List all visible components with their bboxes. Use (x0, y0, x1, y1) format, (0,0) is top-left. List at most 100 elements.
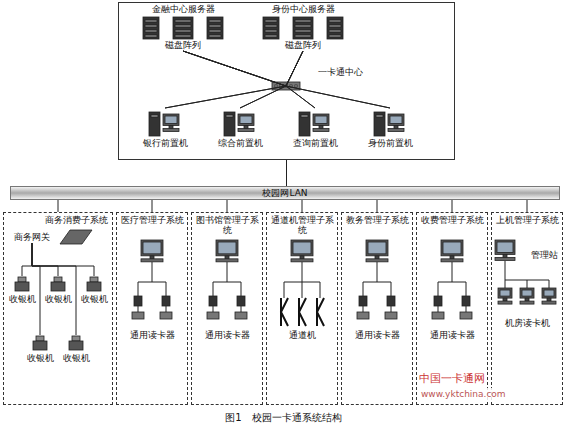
management-station: 管理站 (527, 250, 561, 261)
node-text: 教务管理子系统 (345, 215, 410, 225)
front-machine-icon (374, 112, 385, 136)
server-icon (263, 17, 279, 39)
server-icon (265, 35, 277, 37)
server-group: 金融中心服务器磁盘阵列 (128, 4, 238, 51)
card-reader: 通用读卡器 (122, 296, 182, 341)
gateway-icon (60, 230, 92, 244)
server-icon (175, 30, 191, 32)
lab-computer-icon (503, 298, 507, 301)
node-text: 磁盘阵列 (284, 40, 322, 51)
front-machine-icon (388, 114, 404, 126)
node-text: 通用读卡器 (204, 330, 251, 341)
node-text: 身份中心服务器 (271, 4, 336, 15)
tree-wire (241, 306, 242, 312)
front-machine-icon (226, 115, 233, 117)
tree-wire (138, 282, 166, 296)
server-icon (293, 17, 313, 39)
computer-icon (143, 242, 161, 254)
front-machine: 银行前置机 (135, 108, 195, 149)
front-machine-icon (169, 126, 173, 129)
front-machine-icon (299, 112, 310, 136)
connector (152, 200, 153, 212)
front-machine: 综合前置机 (210, 108, 270, 149)
server-icon (329, 20, 341, 22)
cash-register: 收银机 (42, 276, 75, 305)
lab-computer-icon (498, 301, 512, 304)
reader-icon (207, 312, 219, 319)
front-machine-icon (301, 115, 308, 117)
server-icon (145, 30, 157, 32)
server-icon (295, 35, 311, 37)
lab-computer-icon (542, 301, 556, 304)
turnstile-icon (317, 298, 324, 326)
server-icon (173, 17, 193, 39)
server-icon (295, 25, 311, 27)
computer-icon (293, 242, 311, 254)
server-icon (175, 35, 191, 37)
lab-computer-icon (525, 298, 529, 301)
reader-icon (385, 312, 397, 319)
computer-icon (141, 259, 163, 262)
watermark: 中国一卡通网 (418, 372, 486, 386)
card-reader: 通用读卡器 (422, 296, 482, 341)
front-machine-icon (313, 114, 329, 126)
register-icon (51, 282, 65, 291)
tree-wire (284, 282, 320, 298)
node-text: 通用读卡器 (429, 330, 476, 341)
tree-wire (213, 306, 214, 312)
connector (32, 243, 40, 335)
connector (286, 51, 390, 108)
tree-wire (363, 282, 391, 296)
node-text: 银行前置机 (142, 138, 189, 149)
computer-icon (503, 254, 507, 257)
register-icon (87, 282, 101, 291)
server-icon (207, 17, 223, 39)
node-text: 综合前置机 (217, 138, 264, 149)
tree-wire (302, 262, 303, 298)
node-text: 管理站 (530, 250, 559, 261)
subsystem-box: 通道机通道机管理子系统 (266, 212, 338, 405)
node-text: 通用读卡器 (354, 330, 401, 341)
node-text: 收费管理子系统 (420, 215, 485, 225)
connector (58, 200, 59, 212)
switch-icon (275, 85, 277, 87)
server-icon (209, 25, 221, 27)
turnstile-icon (281, 298, 288, 326)
card-reader: 通用读卡器 (347, 296, 407, 341)
node-text: 商务消费子系统 (44, 215, 109, 225)
lab-computer-icon (544, 290, 554, 296)
computer-icon (300, 256, 304, 259)
connector (286, 160, 287, 186)
connector (452, 200, 453, 212)
node-text: 机房读卡机 (504, 318, 551, 329)
node-text: 图书馆管理子系统 (192, 215, 262, 235)
computer-icon (141, 240, 163, 256)
register-icon (36, 336, 44, 341)
connector (377, 200, 378, 212)
front-machine-icon (319, 126, 323, 129)
computer-icon (441, 259, 463, 262)
node-text: 商务网关 (13, 232, 51, 243)
front-machine-icon (163, 129, 179, 132)
reader-icon (357, 312, 369, 319)
tree-wire (527, 280, 528, 288)
lab-terminal: 机房读卡机 (495, 296, 559, 329)
reader-icon (462, 296, 470, 306)
watermark: www.yktchina.com (420, 388, 507, 400)
caption: 图1 校园一卡通系统结构 (0, 411, 567, 424)
node-text: 通用读卡器 (129, 330, 176, 341)
switch-icon (295, 85, 297, 87)
computer-icon (497, 242, 513, 252)
reader-icon (432, 312, 444, 319)
server-icon (209, 20, 221, 22)
node-text: 磁盘阵列 (164, 40, 202, 51)
computer-icon (216, 240, 238, 256)
server-icon (209, 35, 221, 37)
computer-icon (375, 256, 379, 259)
server-icon (327, 17, 343, 39)
subsystem-box: 通用读卡器 图书馆管理子系统 (191, 212, 263, 405)
lab-computer-icon (498, 288, 512, 298)
front-machine-icon (149, 112, 160, 136)
reader-icon (237, 296, 245, 306)
